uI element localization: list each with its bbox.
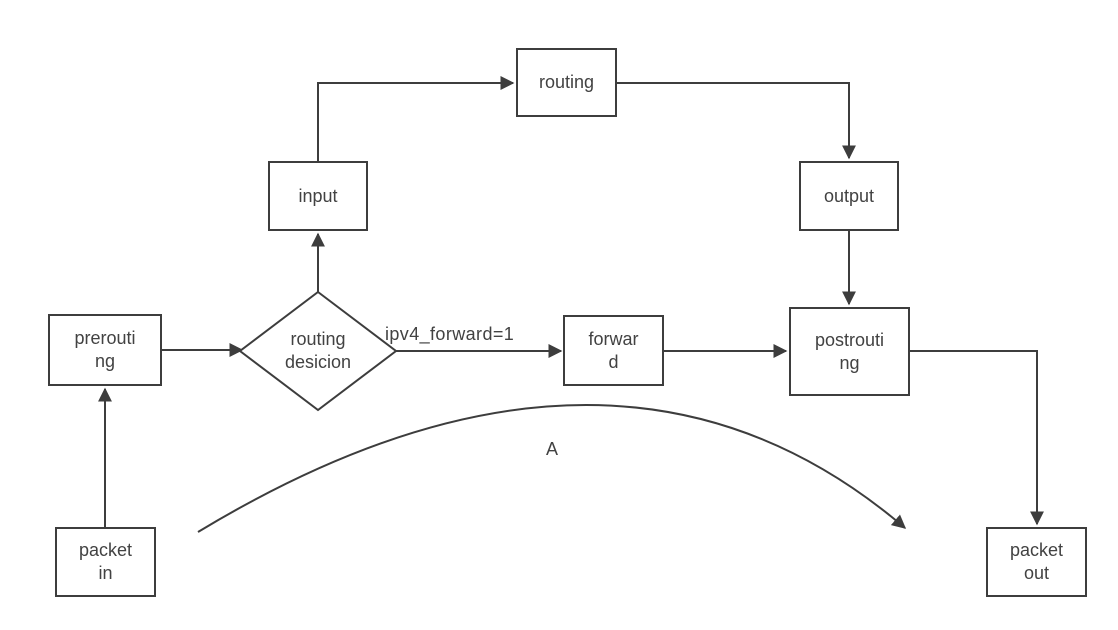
edge-input-to-routing xyxy=(317,76,515,161)
node-input-label: input xyxy=(298,185,338,206)
node-packet-out-label: packet out xyxy=(1009,540,1064,583)
edge-routing-to-output xyxy=(617,82,856,160)
node-routing: routing xyxy=(516,48,617,117)
node-packet-in-label: packet in xyxy=(78,540,133,583)
node-routing-label: routing xyxy=(538,72,595,92)
node-input: input xyxy=(268,161,368,231)
node-routing-decision-label: routing desicion xyxy=(284,329,352,372)
arc-label-a: A xyxy=(546,439,559,459)
node-output: output xyxy=(799,161,899,231)
edge-bypass-arc xyxy=(197,404,907,533)
node-postrouting-label: postrouti ng xyxy=(814,329,885,373)
node-packet-in: packet in xyxy=(55,527,156,597)
node-forward-label: forwar d xyxy=(588,328,639,372)
routing-decision-diamond xyxy=(238,290,398,412)
node-postrouting: postrouti ng xyxy=(789,307,910,396)
node-forward: forwar d xyxy=(563,315,664,386)
node-prerouting: prerouti ng xyxy=(48,314,162,386)
node-output-label: output xyxy=(823,185,875,206)
node-packet-out: packet out xyxy=(986,527,1087,597)
node-prerouting-label: prerouti ng xyxy=(74,328,136,371)
edge-label-ipv4-forward: ipv4_forward=1 xyxy=(385,324,515,344)
edge-postrouting-to-packet-out xyxy=(910,350,1044,526)
